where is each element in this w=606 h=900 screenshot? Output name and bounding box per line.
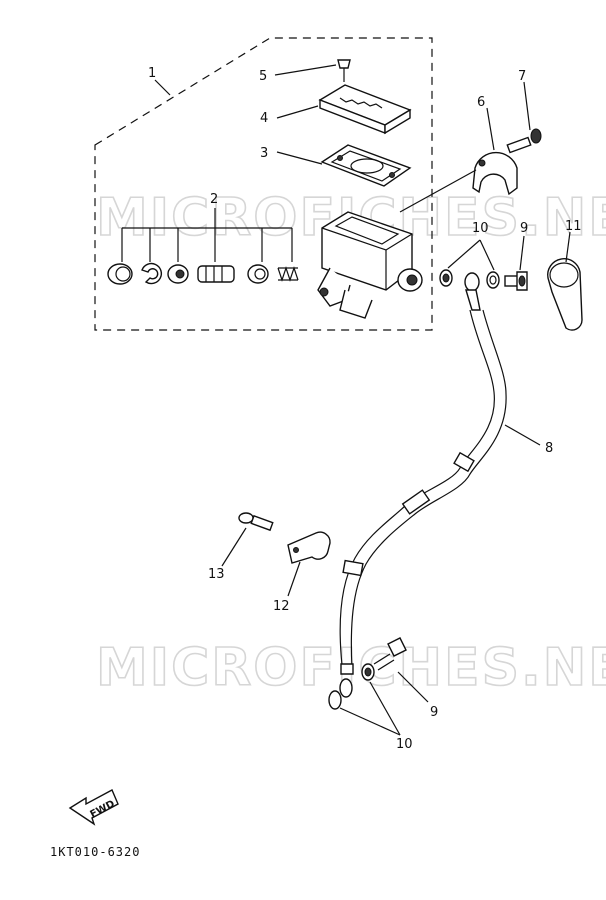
master-cylinder-assembly-boundary [94,37,433,331]
part-master-cylinder-body[interactable] [317,211,423,319]
part-gasket-upper-b[interactable] [486,271,500,289]
leader-12 [287,561,301,597]
callout-1: 1 [148,66,156,81]
part-gasket-lower-b[interactable] [361,663,375,681]
part-screw[interactable] [337,59,351,82]
leader-6 [486,107,495,151]
leader-10a-right [479,239,495,271]
leader-10a-left [447,239,481,269]
leader-10b-left [339,707,401,736]
leader-3 [276,151,323,165]
leader-9-lower [397,671,429,703]
part-circlip[interactable] [141,262,163,285]
callout-5: 5 [259,69,267,84]
leader-7 [523,81,531,131]
fwd-arrow-icon: FWD [68,789,119,826]
callout-6: 6 [477,95,485,110]
part-reservoir-cap[interactable] [318,84,412,135]
part-union-bolt-upper[interactable] [504,271,528,291]
leader-9-upper [519,235,525,271]
callout-9-upper: 9 [520,221,528,236]
leader-4 [276,105,319,119]
leader-11 [565,231,571,263]
part-gasket-upper-a[interactable] [439,269,453,287]
part-clamp-bolt[interactable] [238,512,274,532]
part-hose-clamp[interactable] [287,531,331,564]
diagram-code: 1KT010-6320 [50,845,140,859]
part-union-bolt-lower[interactable] [373,637,407,671]
callout-10-lower: 10 [396,737,413,752]
callout-2: 2 [210,192,218,207]
leader-5 [274,64,337,76]
callout-4: 4 [260,111,268,126]
part-piston-cup-b[interactable] [247,264,269,284]
part-spring[interactable] [277,266,299,282]
leader-13 [221,527,247,567]
part-master-cylinder-holder[interactable] [472,151,518,196]
callout-9-lower: 9 [430,705,438,720]
callout-13: 13 [208,567,225,582]
callout-10-upper: 10 [472,221,489,236]
leader-holder-to-body [399,169,477,213]
part-washer[interactable] [167,264,189,284]
callout-8: 8 [545,441,553,456]
part-brake-hose[interactable] [339,272,507,698]
part-gasket-lower-a[interactable] [328,690,342,710]
part-holder-bolt[interactable] [506,128,542,154]
part-diaphragm[interactable] [320,144,412,187]
part-union-bolt-cover[interactable] [547,258,583,331]
leader-10b-right [369,681,401,736]
callout-11: 11 [565,219,582,234]
part-piston[interactable] [197,265,235,283]
leader-8 [504,424,541,446]
callout-12: 12 [273,599,290,614]
callout-7: 7 [518,69,526,84]
part-piston-cup-a[interactable] [107,263,133,285]
callout-3: 3 [260,146,268,161]
piston-kit-bracket [121,208,293,262]
leader-1 [154,79,171,96]
